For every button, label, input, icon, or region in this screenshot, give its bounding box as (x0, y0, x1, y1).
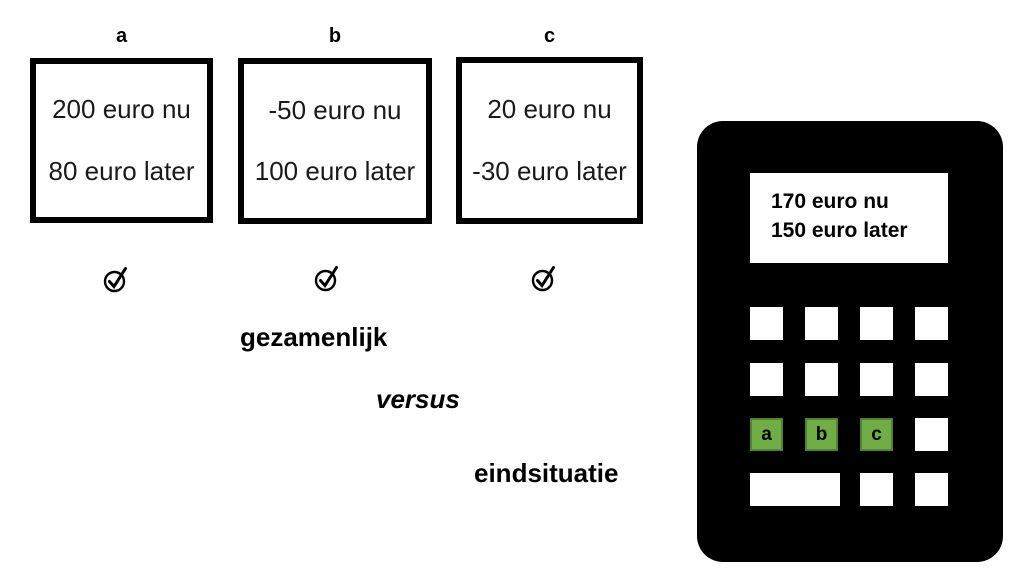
caption-eindsituatie: eindsituatie (474, 458, 619, 488)
calculator-key-a: a (750, 418, 783, 451)
option-box-b: -50 euro nu 100 euro later (238, 58, 432, 224)
option-b-now: -50 euro nu (268, 94, 402, 125)
option-c-now: 20 euro nu (487, 94, 612, 124)
option-box-c: 20 euro nu -30 euro later (456, 57, 643, 224)
calculator-key (915, 307, 948, 340)
check-circle-icon (531, 266, 555, 292)
calculator-key (860, 363, 893, 396)
calculator-key-c: c (860, 418, 893, 451)
calculator-key-b: b (805, 418, 838, 451)
calculator-key (915, 473, 948, 506)
calculator-key (750, 363, 783, 396)
display-line-now: 170 euro nu (771, 190, 889, 213)
check-circle-icon (103, 267, 127, 293)
option-label-a: a (115, 25, 128, 47)
option-c-later: -30 euro later (472, 156, 627, 186)
option-label-c: c (543, 25, 556, 47)
option-label-b: b (328, 25, 342, 47)
calculator-key (915, 418, 948, 451)
caption-gezamenlijk: gezamenlijk (240, 322, 388, 352)
calculator-key (750, 307, 783, 340)
option-a-now: 200 euro nu (52, 94, 191, 125)
option-a-later: 80 euro later (48, 155, 195, 186)
calculator-key (805, 307, 838, 340)
calculator: 170 euro nu 150 euro later a b c (697, 121, 1003, 562)
caption-versus: versus (376, 384, 460, 414)
option-b-later: 100 euro later (254, 156, 416, 187)
calculator-key (805, 363, 838, 396)
calculator-key (860, 307, 893, 340)
option-box-a: 200 euro nu 80 euro later (30, 58, 213, 223)
check-circle-icon (314, 266, 338, 292)
calculator-key-wide (750, 473, 840, 506)
calculator-display: 170 euro nu 150 euro later (750, 173, 948, 263)
calculator-key (915, 363, 948, 396)
display-line-later: 150 euro later (771, 219, 908, 242)
calculator-key (860, 473, 893, 506)
